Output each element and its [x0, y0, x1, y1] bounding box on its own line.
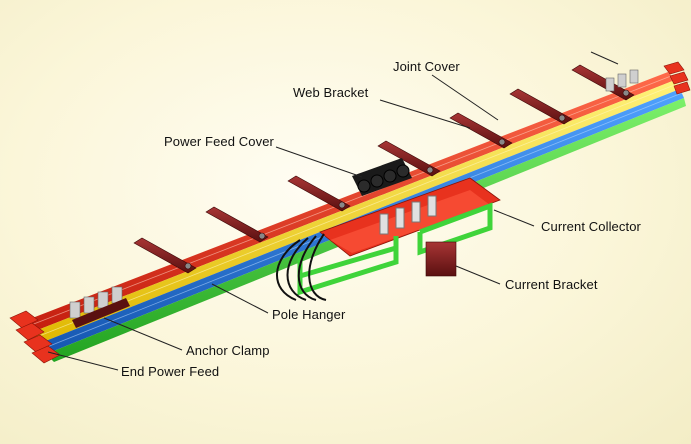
web-bracket [509, 88, 573, 125]
web-bracket [205, 206, 269, 243]
label-current-collector: Current Collector [541, 219, 641, 234]
label-current-bracket: Current Bracket [505, 277, 598, 292]
web-brackets [133, 64, 635, 274]
end-power-feed [9, 310, 61, 364]
web-bracket [377, 140, 441, 177]
web-bracket [287, 175, 351, 212]
leader-lines [47, 51, 619, 371]
conductor-bars [22, 72, 686, 362]
label-web-bracket: Web Bracket [293, 85, 369, 100]
anchor-clamps-right [605, 69, 639, 92]
label-anchor-clamp: Anchor Clamp [186, 343, 270, 358]
label-joint-cover: Joint Cover [393, 59, 460, 74]
label-end-power-feed: End Power Feed [121, 364, 220, 379]
end-caps-right [663, 61, 691, 95]
label-power-feed-cover: Power Feed Cover [164, 134, 274, 149]
conductor-yellow [30, 80, 680, 344]
anchor-clamps [69, 286, 130, 328]
power-feed-cover [352, 158, 412, 196]
feeder-cables [276, 233, 327, 301]
web-bracket [133, 237, 197, 274]
collector-frame [297, 202, 493, 296]
current-bracket [425, 241, 457, 277]
label-pole-hanger: Pole Hanger [272, 307, 346, 322]
current-collector [319, 177, 501, 257]
web-bracket [449, 112, 513, 149]
